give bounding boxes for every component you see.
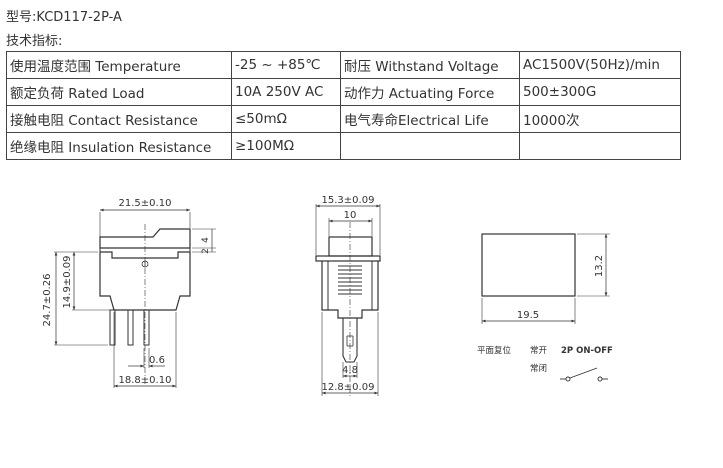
table-cell [519, 132, 681, 160]
table-cell: 使用温度范围 Temperature [6, 51, 232, 79]
table-cell: -25 ~ +85℃ [231, 51, 341, 79]
panel-cutout [481, 233, 610, 324]
side-pin-width: 4.8 [342, 365, 358, 376]
side-rocker-width: 10 [344, 210, 357, 221]
table-row: 额定负荷 Rated Load 10A 250V AC 动作力 Actuatin… [6, 78, 681, 106]
table-cell: 电气寿命Electrical Life [340, 105, 520, 133]
side-view [315, 204, 381, 396]
side-top-width: 15.3±0.09 [322, 195, 375, 206]
switch-symbol-icon [560, 367, 608, 382]
table-cell [340, 132, 520, 160]
table-cell: AC1500V(50Hz)/min [519, 51, 681, 79]
legend-normally-open: 常开 [530, 345, 548, 356]
legend-type: 2P ON-OFF [561, 346, 613, 356]
table-cell: 接触电阻 Contact Resistance [6, 105, 232, 133]
side-bottom-width: 12.8±0.09 [322, 382, 375, 393]
legend-normally-closed: 常闭 [530, 363, 547, 374]
cutout-width: 19.5 [517, 310, 539, 321]
front-rocker-h1: 4 [201, 237, 211, 243]
model-label: 型号: [6, 10, 37, 25]
table-row: 绝缘电阻 Insulation Resistance ≥100MΩ [6, 132, 681, 160]
model-value: KCD117-2P-A [36, 10, 122, 25]
front-view [54, 208, 216, 388]
table-row: 接触电阻 Contact Resistance ≤50mΩ 电气寿命Electr… [6, 105, 681, 133]
spec-table: 使用温度范围 Temperature -25 ~ +85℃ 耐压 Withsta… [6, 51, 681, 160]
cutout-height: 13.2 [594, 255, 605, 277]
table-cell: 10000次 [519, 105, 681, 133]
front-bottom-width: 18.8±0.10 [119, 375, 172, 386]
table-cell: 动作力 Actuating Force [340, 78, 520, 106]
front-top-width: 21.5±0.10 [119, 198, 172, 209]
front-rocker-h2: 2 [201, 248, 211, 254]
table-row: 使用温度范围 Temperature -25 ~ +85℃ 耐压 Withsta… [6, 51, 681, 79]
table-cell: 10A 250V AC [231, 78, 341, 106]
spec-title: 技术指标: [6, 34, 63, 49]
front-body-height: 14.9±0.09 [62, 256, 73, 309]
table-cell: 绝缘电阻 Insulation Resistance [6, 132, 232, 160]
front-total-height: 24.7±0.26 [42, 274, 53, 327]
front-pin-width: 0.6 [149, 355, 165, 366]
model-line: 型号:KCD117-2P-A [6, 6, 122, 25]
table-cell: 额定负荷 Rated Load [6, 78, 232, 106]
legend-flat-reset: 平面复位 [477, 345, 512, 356]
